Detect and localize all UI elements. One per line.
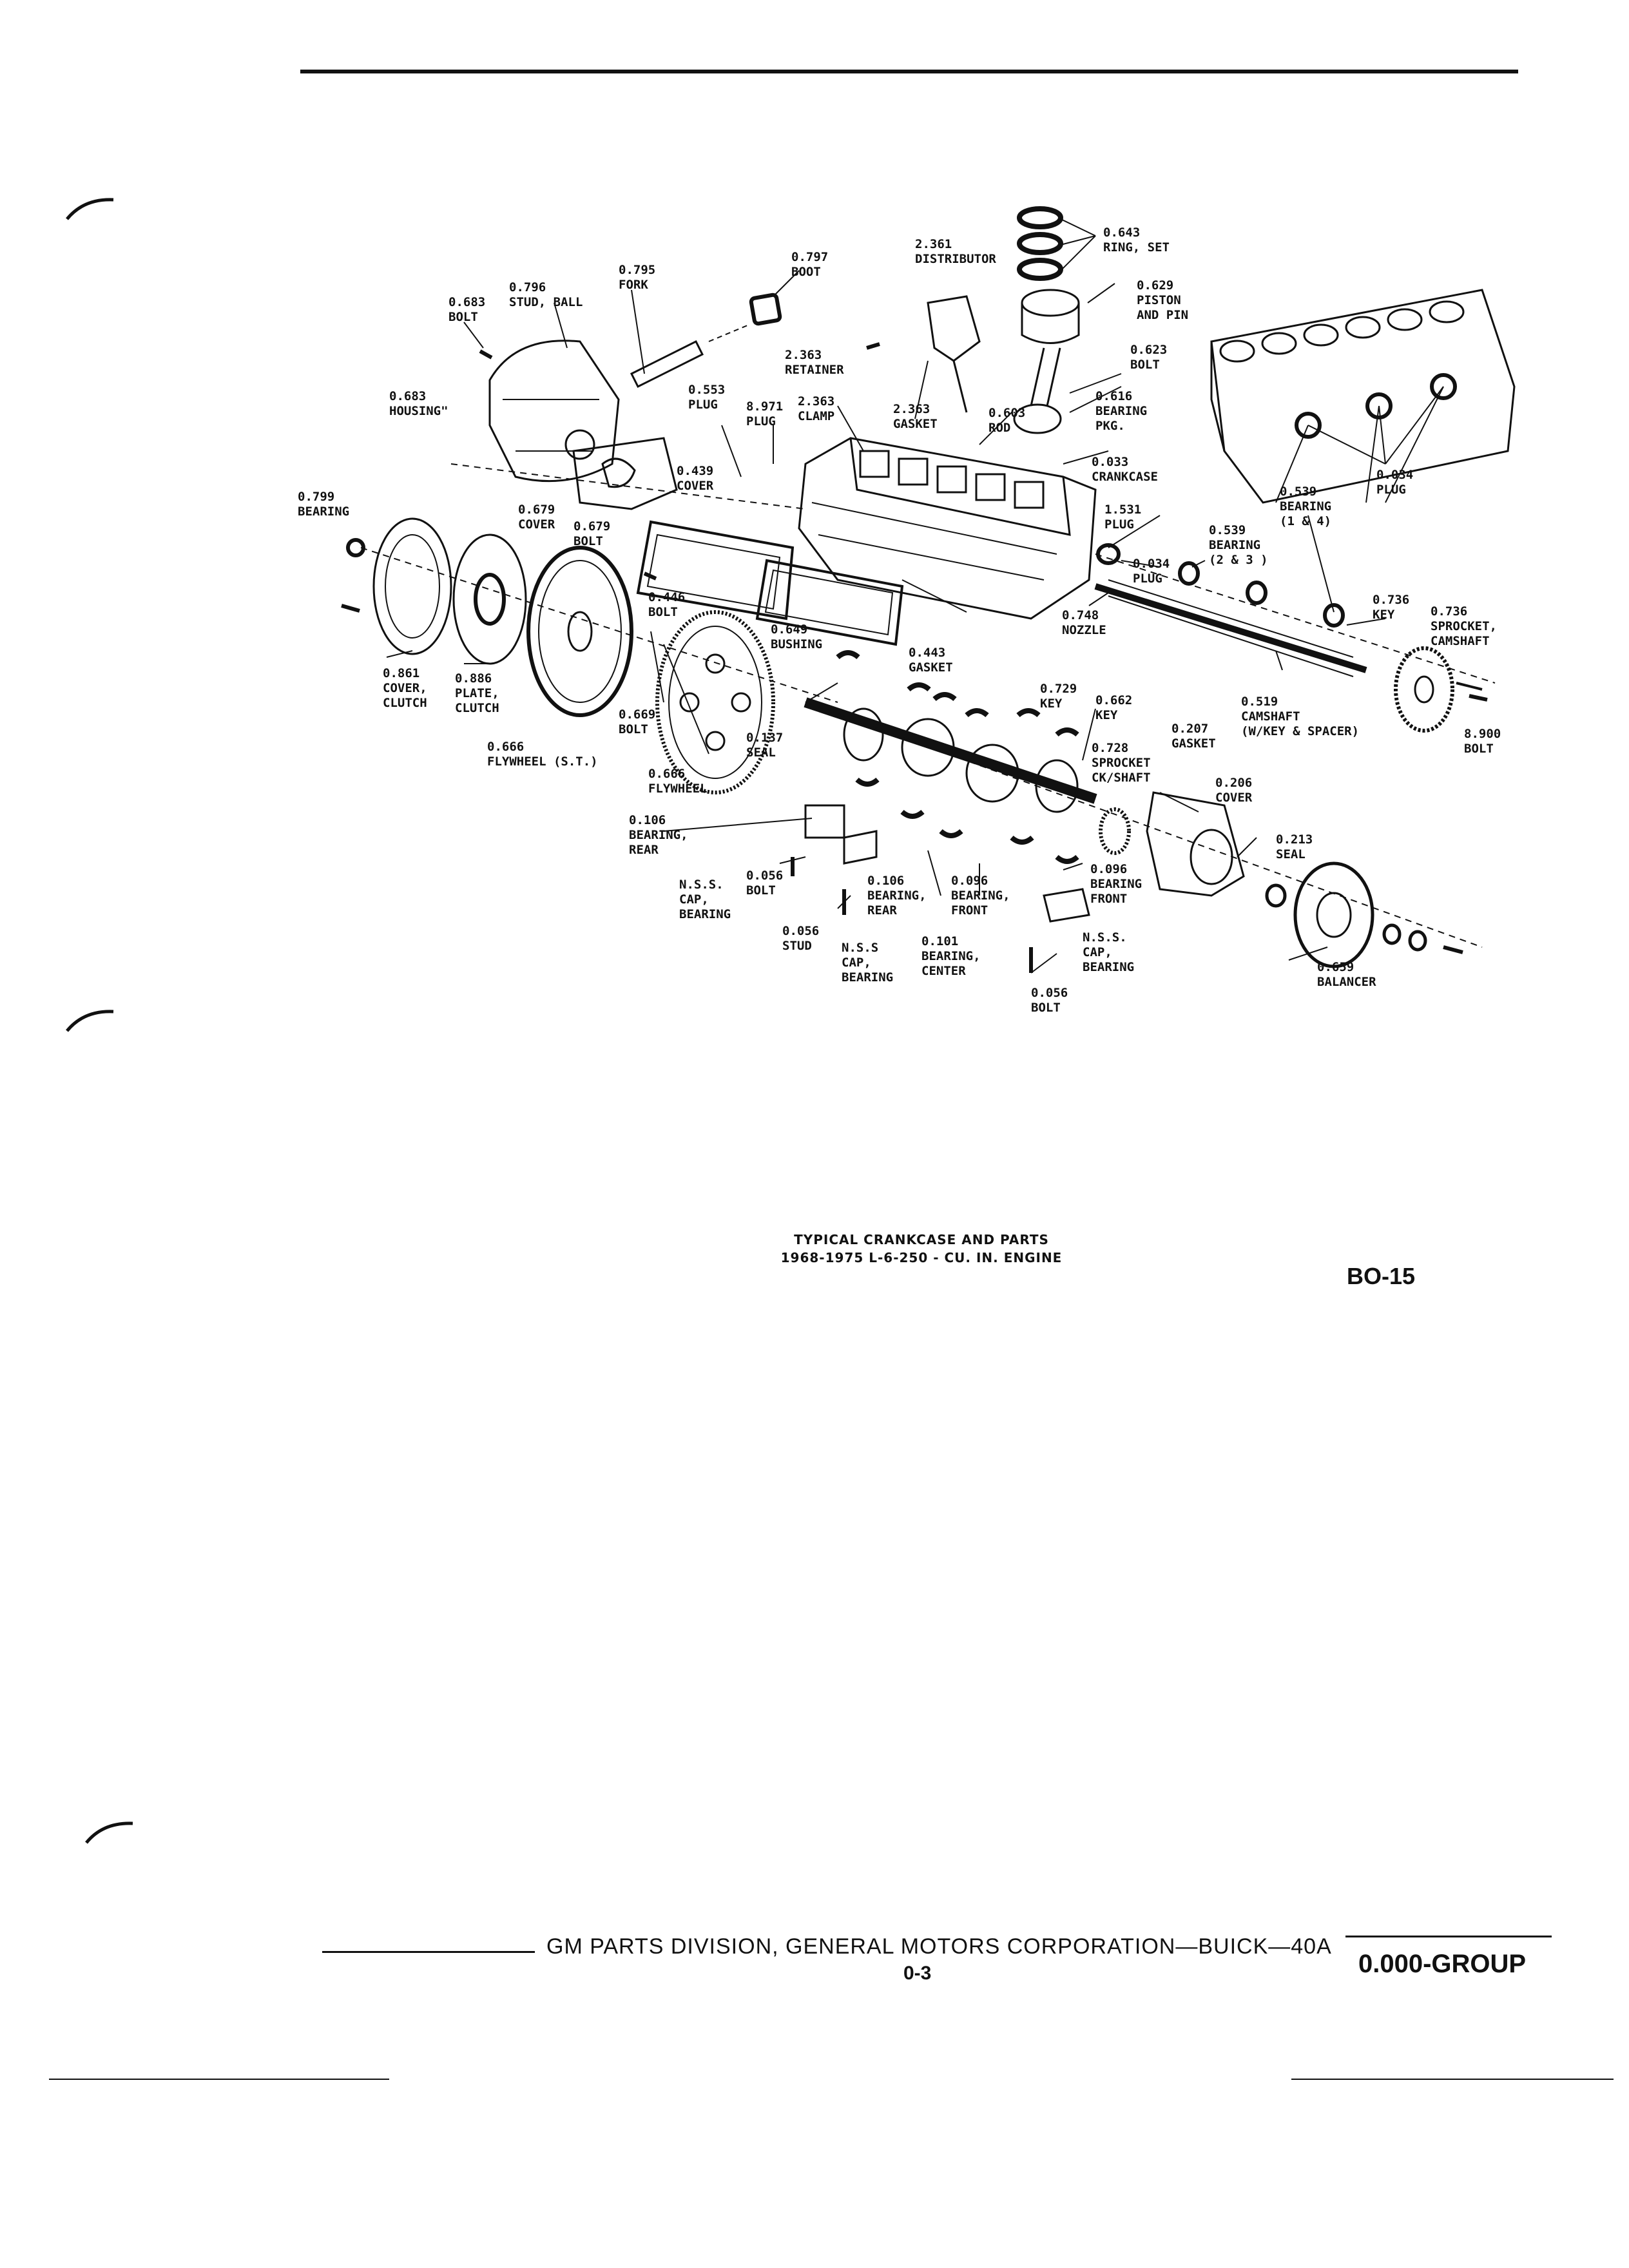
figure-caption-line1: TYPICAL CRANKCASE AND PARTS — [794, 1232, 1049, 1247]
engine-block-outline — [1210, 289, 1516, 504]
callout-cover-clutch: 0.861 COVER, CLUTCH — [383, 666, 427, 710]
binder-hole-mark-2 — [66, 1010, 114, 1032]
callout-bearing-front-center: 0.096 BEARING, FRONT — [951, 874, 1010, 918]
callout-bearing-1-4: 0.539 BEARING (1 & 4) — [1280, 485, 1332, 528]
piston-ring-set — [1017, 206, 1063, 281]
timing-cover-and-balancer — [1099, 791, 1463, 968]
callout-flywheel: 0.666 FLYWHEEL — [648, 767, 708, 796]
callout-gasket-2363: 2.363 GASKET — [893, 402, 938, 431]
bottom-rule-right — [1291, 2079, 1614, 2080]
callout-seal-213: 0.213 SEAL — [1276, 832, 1313, 861]
callout-gasket-443: 0.443 GASKET — [909, 646, 953, 675]
figure-code: BO-15 — [1347, 1263, 1416, 1289]
crankcase-block — [798, 437, 1097, 620]
callout-sprocket-camshaft: 0.736 SPROCKET, CAMSHAFT — [1431, 604, 1497, 648]
callout-plug-8971: 8.971 PLUG — [746, 399, 784, 428]
footer-rule-right — [1345, 1936, 1552, 1937]
callout-key-729: 0.729 KEY — [1040, 682, 1077, 711]
callout-retainer: 2.363 RETAINER — [785, 348, 844, 377]
housing-cover — [572, 437, 678, 510]
callout-bushing: 0.649 BUSHING — [771, 622, 823, 651]
leader-lines — [386, 218, 1444, 974]
callout-plug-034-cam: 0.034 PLUG — [1133, 557, 1170, 586]
bell-housing — [488, 340, 620, 483]
callout-bolt-446: 0.446 BOLT — [648, 590, 686, 619]
page-number: 0-3 — [903, 1963, 932, 1984]
callout-clamp: 2.363 CLAMP — [798, 394, 835, 423]
callout-nss-cap-right: N.S.S. CAP, BEARING — [1083, 930, 1135, 974]
callout-plug-553: 0.553 PLUG — [688, 383, 726, 412]
callout-bearing-front-right: 0.096 BEARING FRONT — [1090, 862, 1142, 906]
piston-and-rod — [1013, 289, 1080, 434]
callout-cover-679: 0.679 COVER — [518, 503, 555, 532]
callout-housing: 0.683 HOUSING" — [389, 389, 448, 418]
callout-bolt-8900: 8.900 BOLT — [1464, 727, 1501, 756]
callout-ring-set: 0.643 RING, SET — [1103, 226, 1170, 255]
footer-rule-left — [322, 1951, 535, 1953]
clutch-assembly — [346, 517, 527, 665]
callout-sprocket-ckshaft: 0.728 SPROCKET CK/SHAFT — [1092, 741, 1151, 785]
header-rule — [300, 70, 1518, 73]
callout-plate-clutch: 0.886 PLATE, CLUTCH — [455, 671, 499, 715]
callout-camshaft: 0.519 CAMSHAFT (W/KEY & SPACER) — [1241, 695, 1360, 738]
callout-bearing-2-3: 0.539 BEARING (2 & 3 ) — [1209, 523, 1268, 567]
alignment-lines — [360, 463, 1496, 948]
callout-cover-206: 0.206 COVER — [1215, 776, 1253, 805]
callout-bearing-center: 0.101 BEARING, CENTER — [921, 934, 981, 978]
callout-cover-439: 0.439 COVER — [677, 464, 714, 493]
callout-crankcase: 0.033 CRANKCASE — [1092, 455, 1158, 484]
camshaft-sprocket — [1394, 646, 1483, 733]
callout-stud-056: 0.056 STUD — [782, 924, 820, 953]
callout-plug-034-block: 0.034 PLUG — [1376, 468, 1414, 497]
bearing-caps — [804, 804, 1090, 923]
callout-bearing-rear-left: 0.106 BEARING, REAR — [629, 813, 688, 857]
binder-hole-mark-3 — [85, 1821, 133, 1844]
callout-plug-1531: 1.531 PLUG — [1104, 503, 1142, 532]
callout-distributor: 2.361 DISTRIBUTOR — [915, 237, 996, 266]
callout-stud-ball: 0.796 STUD, BALL — [509, 280, 583, 309]
callout-bolt-056-left: 0.056 BOLT — [746, 869, 784, 898]
callout-key-736: 0.736 KEY — [1373, 593, 1410, 622]
callout-bolt-056-bottom: 0.056 BOLT — [1031, 986, 1068, 1015]
callout-nss-cap-left: N.S.S. CAP, BEARING — [679, 878, 731, 921]
callout-boot: 0.797 BOOT — [791, 250, 829, 279]
crankshaft — [804, 697, 1097, 813]
callout-flywheel-st: 0.666 FLYWHEEL (S.T.) — [487, 740, 598, 769]
callout-bearing-rear-center: 0.106 BEARING, REAR — [867, 874, 927, 918]
side-covers — [636, 520, 904, 646]
binder-hole-mark-1 — [66, 198, 114, 220]
group-label: 0.000-GROUP — [1358, 1950, 1527, 1978]
footer-publisher: GM PARTS DIVISION, GENERAL MOTORS CORPOR… — [546, 1934, 1332, 1959]
callout-bolt-623: 0.623 BOLT — [1130, 343, 1168, 372]
callout-balancer: 0.659 BALANCER — [1317, 960, 1376, 989]
callout-seal-137: 0.137 SEAL — [746, 731, 784, 760]
camshaft — [1094, 543, 1367, 677]
callout-bolt-669: 0.669 BOLT — [619, 707, 656, 736]
callout-bearing-799: 0.799 BEARING — [298, 490, 350, 519]
callout-fork: 0.795 FORK — [619, 263, 656, 292]
callout-gasket-207: 0.207 GASKET — [1171, 722, 1216, 751]
callout-key-662: 0.662 KEY — [1095, 693, 1133, 722]
callout-piston-and-pin: 0.629 PISTON AND PIN — [1137, 278, 1189, 322]
flywheels — [526, 546, 775, 794]
callout-nss-cap-center: N.S.S CAP, BEARING — [842, 941, 894, 985]
callout-bolt-679: 0.679 BOLT — [574, 519, 611, 548]
callout-nozzle: 0.748 NOZZLE — [1062, 608, 1106, 637]
distributor — [927, 295, 981, 413]
figure-caption-line2: 1968-1975 L-6-250 - CU. IN. ENGINE — [780, 1250, 1063, 1265]
callout-bearing-pkg: 0.616 BEARING PKG. — [1095, 389, 1148, 433]
bottom-rule-left — [49, 2079, 389, 2080]
main-bearing-shells — [836, 650, 1079, 864]
clutch-fork-assembly — [630, 293, 782, 389]
callout-bolt-683: 0.683 BOLT — [448, 295, 486, 324]
callout-rod: 0.603 ROD — [988, 406, 1026, 435]
